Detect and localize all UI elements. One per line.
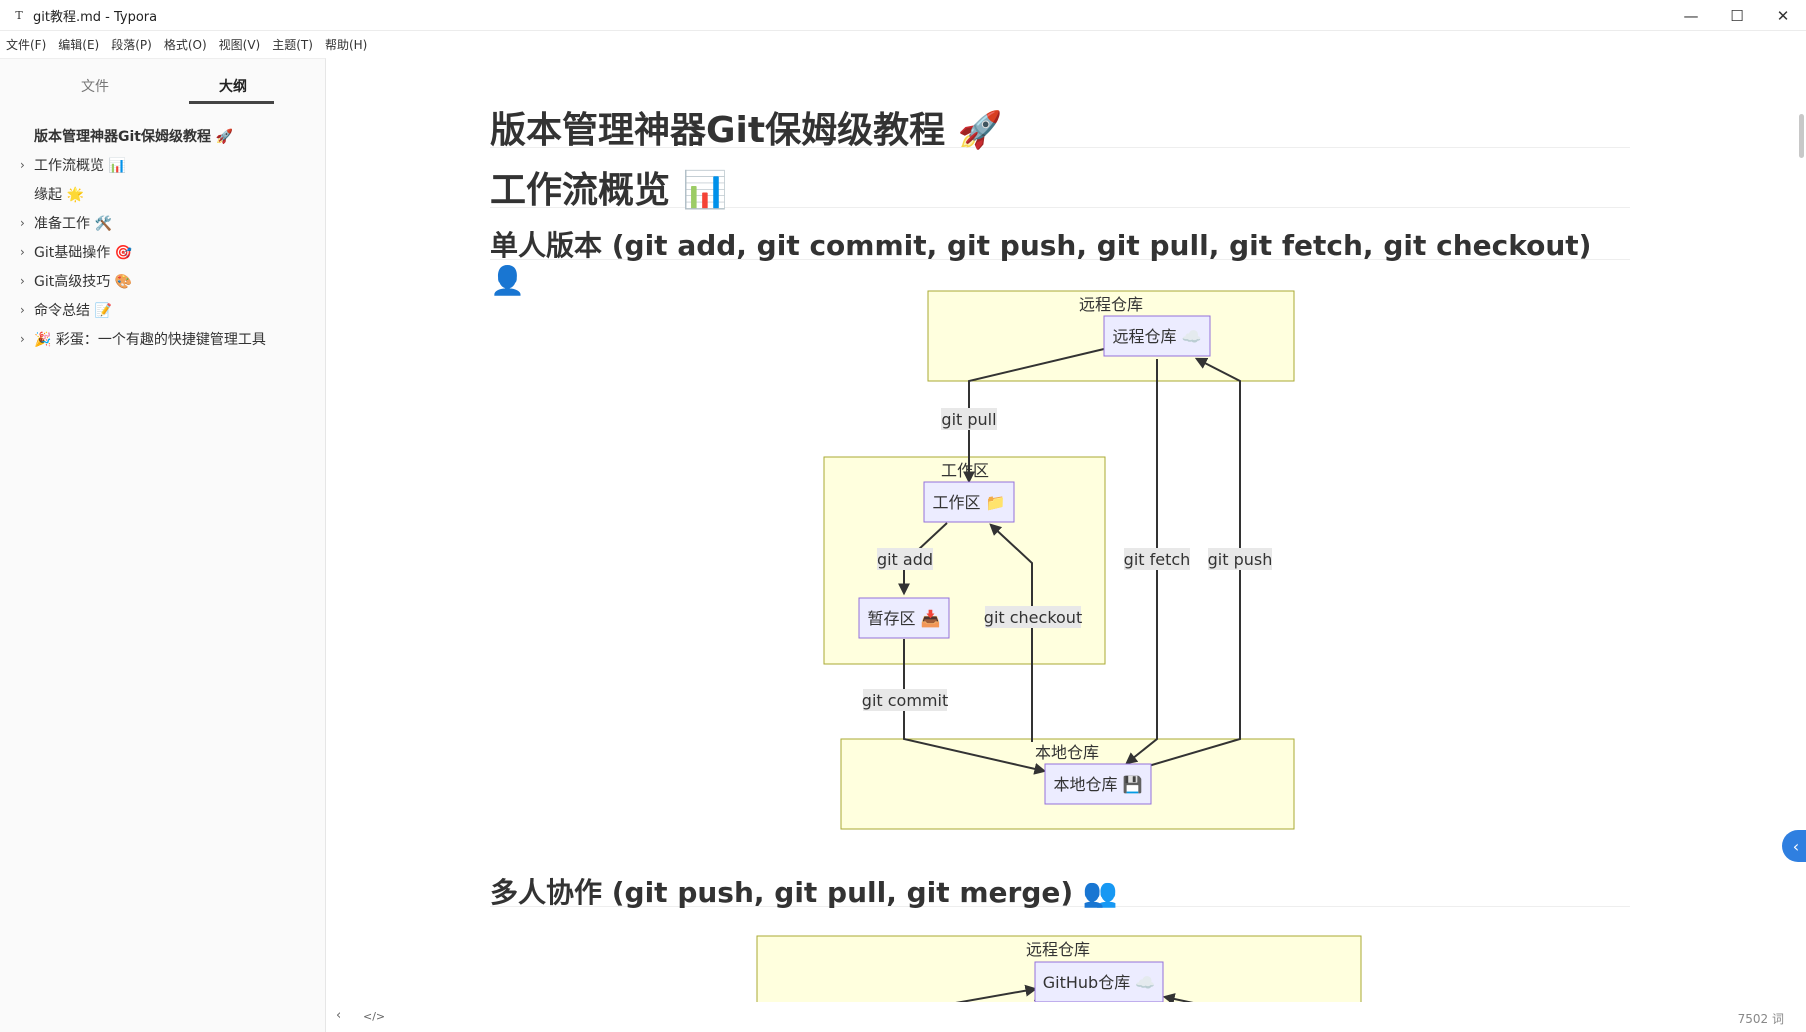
outline-item-label: Git高级技巧 🎨 — [34, 273, 133, 290]
close-button[interactable]: ✕ — [1776, 6, 1790, 25]
minimize-button[interactable]: — — [1683, 6, 1699, 25]
edge-diagram2-a — [955, 984, 1038, 1002]
tab-outline[interactable]: 大纲 — [219, 79, 247, 95]
label-git-commit: git commit — [862, 691, 948, 710]
outline-item-label: 版本管理神器Git保姆级教程 🚀 — [34, 128, 234, 145]
edge-diagram2-d — [1162, 993, 1194, 1002]
chevron-right-icon[interactable]: › — [20, 215, 25, 230]
node-local — [1044, 763, 1152, 805]
outline-item-easter-egg[interactable]: › 🎉 彩蛋：一个有趣的快捷键管理工具 — [0, 324, 325, 353]
toggle-sidebar-icon[interactable]: ‹ — [336, 1008, 342, 1023]
menu-edit[interactable]: 编辑(E) — [58, 38, 100, 52]
sidebar-tabs: 文件 大纲 — [0, 59, 325, 107]
outline-item-label: Git基础操作 🎯 — [34, 244, 133, 261]
outline-item-label: 工作流概览 📊 — [34, 157, 126, 174]
menu-help[interactable]: 帮助(H) — [324, 38, 368, 52]
menu-file[interactable]: 文件(F) — [6, 38, 47, 52]
outline-item-commands[interactable]: › 命令总结 📝 — [0, 295, 325, 324]
node-remote — [1103, 315, 1211, 357]
node-work — [923, 481, 1015, 523]
edge-git-fetch — [1125, 359, 1158, 765]
outline-item-basics[interactable]: › Git基础操作 🎯 — [0, 237, 325, 266]
node-work-label: 工作区 📁 — [932, 493, 1005, 512]
menu-bar: 文件(F) 编辑(E) 段落(P) 格式(O) 视图(V) 主题(T) 帮助(H… — [0, 31, 1806, 58]
label-git-fetch: git fetch — [1124, 550, 1191, 569]
maximize-button[interactable]: ☐ — [1730, 6, 1744, 25]
chevron-right-icon[interactable]: › — [20, 157, 25, 172]
toggle-panel-button[interactable]: ‹ — [1782, 830, 1806, 862]
outline-list: 版本管理神器Git保姆级教程 🚀 › 工作流概览 📊 缘起 🌟 › 准备工作 🛠… — [0, 107, 325, 353]
tab-files[interactable]: 文件 — [81, 79, 109, 95]
source-mode-icon[interactable]: </> — [363, 1010, 386, 1023]
sidebar: 文件 大纲 版本管理神器Git保姆级教程 🚀 › 工作流概览 📊 缘起 🌟 › … — [0, 58, 326, 1032]
node-github — [1034, 961, 1164, 1002]
chevron-right-icon[interactable]: › — [20, 273, 25, 288]
word-count[interactable]: 7502 词 — [1737, 1012, 1784, 1026]
menu-theme[interactable]: 主题(T) — [272, 38, 313, 52]
outline-item-prep[interactable]: › 准备工作 🛠️ — [0, 208, 325, 237]
node-github-label: GitHub仓库 ☁️ — [1043, 973, 1155, 992]
cluster-work-label: 工作区 — [941, 461, 989, 480]
outline-item-advanced[interactable]: › Git高级技巧 🎨 — [0, 266, 325, 295]
window-title: git教程.md - Typora — [33, 9, 158, 25]
cluster-remote-label: 远程仓库 — [1079, 295, 1143, 314]
outline-item-workflow[interactable]: › 工作流概览 📊 — [0, 150, 325, 179]
status-bar: ‹ </> 7502 词 — [327, 1002, 1806, 1032]
outline-item-label: 🎉 彩蛋：一个有趣的快捷键管理工具 — [34, 331, 266, 348]
heading-multi-user[interactable]: 多人协作 (git push, git pull, git merge) 👥 — [490, 871, 1630, 909]
editor-scrollbar[interactable] — [1798, 58, 1806, 1032]
label-git-pull: git pull — [941, 410, 996, 429]
chevron-right-icon[interactable]: › — [20, 331, 25, 346]
node-local-label: 本地仓库 💾 — [1053, 775, 1142, 794]
window-controls: — ☐ ✕ — [1668, 0, 1806, 31]
heading-title[interactable]: 版本管理神器Git保姆级教程 🚀 — [490, 101, 1630, 151]
menu-view[interactable]: 视图(V) — [218, 38, 261, 52]
outline-item-title[interactable]: 版本管理神器Git保姆级教程 🚀 — [0, 121, 325, 150]
scrollbar-thumb[interactable] — [1799, 114, 1804, 158]
node-stage — [858, 597, 950, 639]
label-git-push: git push — [1208, 550, 1273, 569]
typora-app-icon: T — [15, 8, 23, 22]
edge-git-commit — [903, 639, 1047, 775]
menu-format[interactable]: 格式(O) — [163, 38, 207, 52]
heading-workflow[interactable]: 工作流概览 📊 — [490, 161, 1630, 211]
chevron-right-icon[interactable]: › — [20, 244, 25, 259]
outline-item-label: 准备工作 🛠️ — [34, 215, 112, 232]
label-git-checkout: git checkout — [984, 608, 1082, 627]
active-tab-indicator — [189, 101, 274, 104]
node-remote-label: 远程仓库 ☁️ — [1112, 327, 1201, 346]
heading-single-user[interactable]: 单人版本 (git add, git commit, git push, git… — [490, 224, 1630, 297]
title-bar: T git教程.md - Typora — ☐ ✕ — [0, 0, 1806, 31]
node-stage-label: 暂存区 📥 — [867, 609, 940, 628]
menu-paragraph[interactable]: 段落(P) — [111, 38, 152, 52]
edge-git-checkout — [989, 523, 1033, 742]
cluster-remote-2-label: 远程仓库 — [1026, 940, 1090, 959]
outline-item-origin[interactable]: 缘起 🌟 — [0, 179, 325, 208]
outline-item-label: 缘起 🌟 — [34, 186, 84, 203]
chevron-right-icon[interactable]: › — [20, 302, 25, 317]
outline-item-label: 命令总结 📝 — [34, 302, 112, 319]
workflow-diagram: 远程仓库 工作区 本地仓库 git pull git add git check… — [756, 290, 1362, 1002]
cluster-local-label: 本地仓库 — [1035, 743, 1099, 762]
label-git-add: git add — [877, 550, 933, 569]
editor-area[interactable]: 版本管理神器Git保姆级教程 🚀 工作流概览 📊 单人版本 (git add, … — [327, 58, 1806, 1032]
